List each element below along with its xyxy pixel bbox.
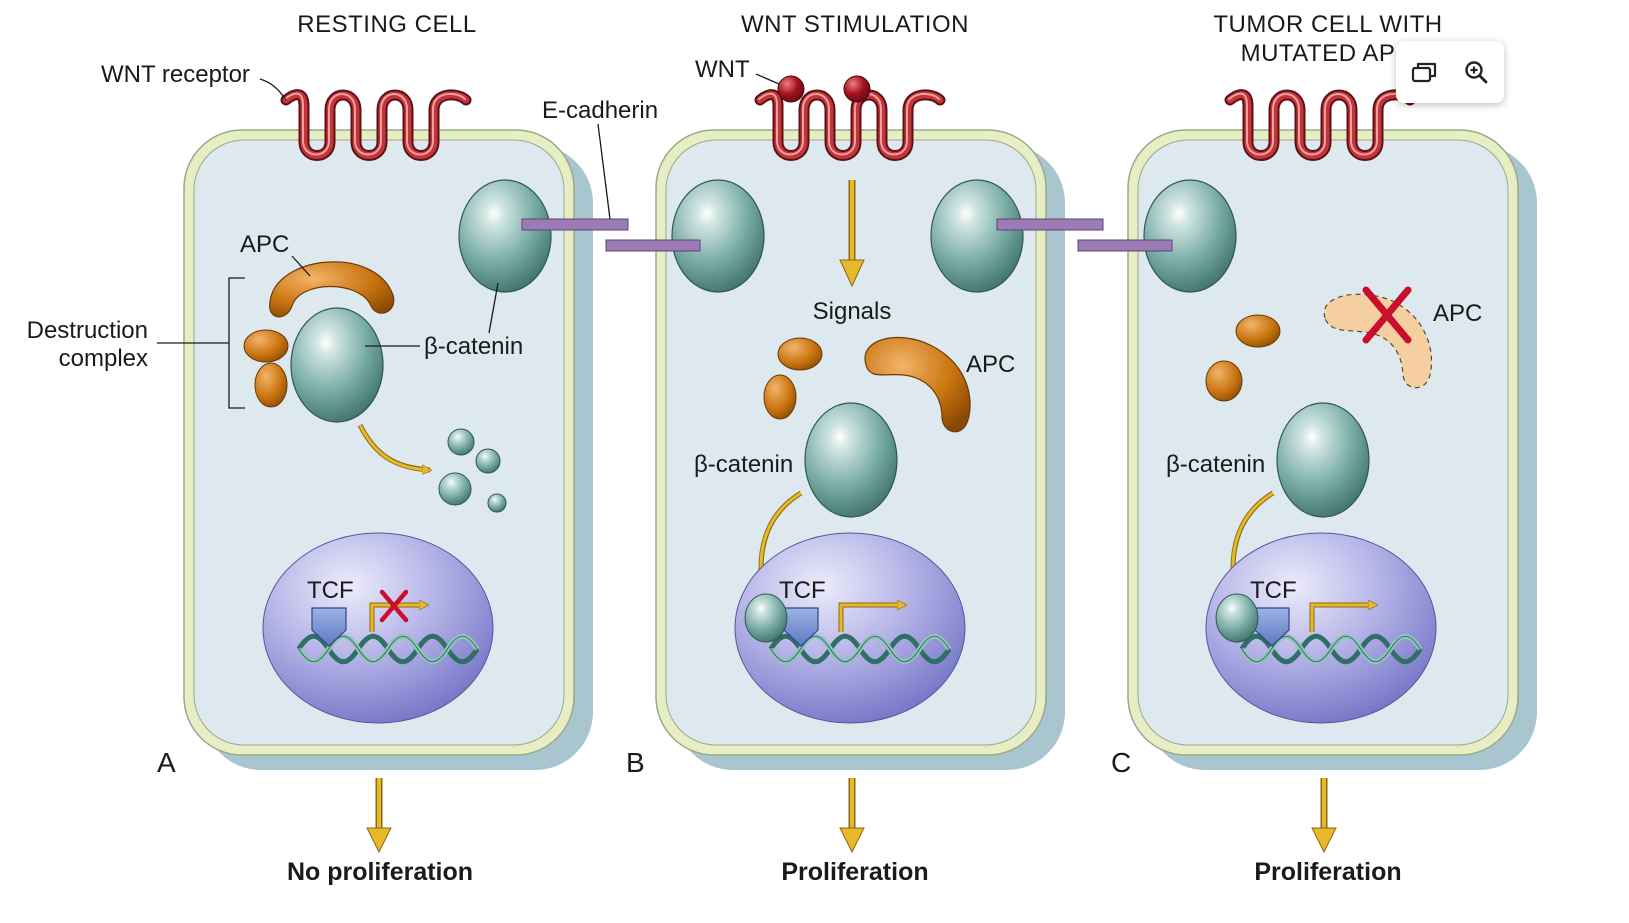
outcome-arrowhead [366,827,392,854]
leader-line [755,73,780,85]
outcome-arrowhead [1311,827,1337,854]
tcf-label: TCF [779,577,826,604]
degradation-arrow [358,424,428,470]
leader-line [597,123,611,220]
fragment [475,448,501,474]
e-cadherin-d [1077,239,1173,252]
e-cadherin-c [996,218,1104,231]
beta-catenin-label: β-catenin [424,333,523,360]
kinase-1 [1235,314,1281,348]
fragment [487,493,507,513]
beta-catenin-complex [290,307,384,423]
outcome-arrowhead [839,827,865,854]
panel-c-outcome: Proliferation [1254,858,1401,886]
kinase-1 [777,337,823,371]
kinase-2 [254,362,288,408]
signals-label: Signals [813,298,892,325]
panel-b: WNT STIMULATION WNT Signals APC β-cateni… [626,11,1065,886]
nucleus [734,532,966,724]
panel-a-title: RESTING CELL [297,11,476,38]
leader-line [291,255,311,277]
panel-a-outcome: No proliferation [287,858,473,886]
wnt-label: WNT [695,56,750,83]
panel-b-letter: B [626,747,645,778]
wnt-receptor-label: WNT receptor [101,61,250,88]
panel-a-letter: A [157,747,176,778]
beta-catenin-membrane [1143,179,1237,293]
tcf-label: TCF [307,577,354,604]
panel-a: RESTING CELL WNT receptor APC Destructio… [27,11,593,886]
apc-protein [269,261,395,318]
tcf-label: TCF [1250,577,1297,604]
e-cadherin-label: E-cadherin [542,97,658,124]
signal-arrowhead [839,259,865,288]
e-cadherin-junction-bc [996,218,1173,252]
beta-catenin-membrane-left [671,179,765,293]
apc-label: APC [966,351,1015,378]
blocked-x-icon [379,589,409,623]
transcription-arrow [839,605,903,632]
kinase-1 [243,329,289,363]
e-cadherin-junction-ab: E-cadherin [521,97,701,252]
fragment [447,428,475,456]
gallery-icon [1411,62,1437,83]
beta-catenin-label: β-catenin [694,451,793,478]
wnt-ligand [777,75,805,103]
zoom-in-icon [1465,61,1488,84]
fragment [438,472,472,506]
beta-catenin-membrane-right [930,179,1024,293]
leader-line [488,282,499,334]
panel-b-title: WNT STIMULATION [741,11,969,38]
panel-b-outcome: Proliferation [781,858,928,886]
panel-c-title-2: MUTATED AP [1241,40,1396,67]
destruction-complex-label-2: complex [59,345,148,372]
beta-catenin-nuclear [744,593,788,643]
e-cadherin-b [605,239,701,252]
panel-c-title-1: TUMOR CELL WITH [1213,11,1442,38]
apc-label: APC [240,231,289,258]
kinase-2 [1205,360,1243,402]
panel-c-letter: C [1111,747,1131,778]
beta-catenin-free [804,402,898,518]
mutation-x-icon [1362,286,1412,344]
e-cadherin-a [521,218,629,231]
transcription-arrow [1310,605,1374,632]
apc-protein [864,336,971,433]
kinase-2 [763,374,797,420]
beta-catenin-label: β-catenin [1166,451,1265,478]
beta-catenin-nuclear [1215,593,1259,643]
tcf-protein [311,607,347,647]
apc-label: APC [1433,300,1482,327]
nucleus [262,532,494,724]
beta-catenin-membrane [458,179,552,293]
destruction-complex-label-1: Destruction [27,317,148,344]
wnt-ligand [843,75,871,103]
panel-c: TUMOR CELL WITH MUTATED AP APC β-catenin… [1111,11,1537,886]
viewer-toolbar [1396,41,1504,103]
beta-catenin-free [1276,402,1370,518]
nucleus [1205,532,1437,724]
leader-line [259,78,287,101]
gallery-button[interactable] [1405,53,1443,91]
zoom-in-button[interactable] [1457,53,1495,91]
transcription-arrow [370,605,425,632]
